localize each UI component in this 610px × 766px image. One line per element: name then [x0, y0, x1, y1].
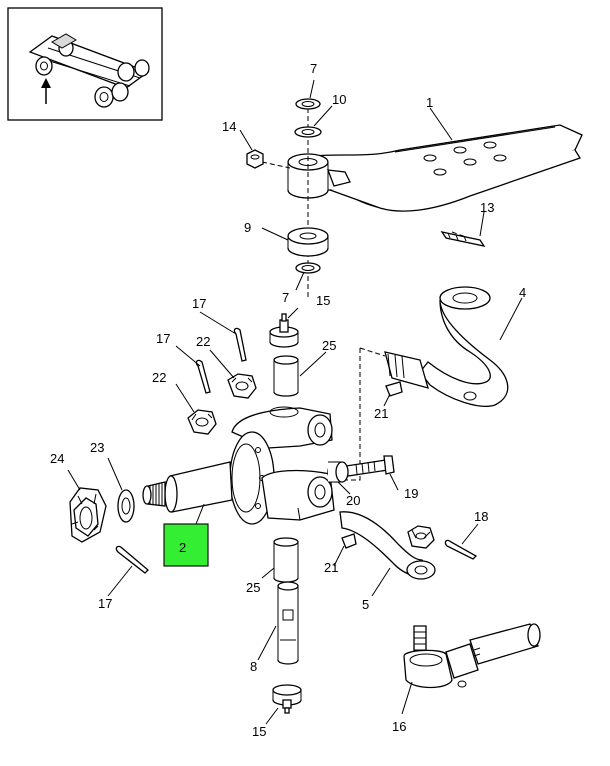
callout-19[interactable]: 19	[404, 486, 418, 501]
callout-15-bottom[interactable]: 15	[252, 724, 266, 739]
callout-20[interactable]: 20	[346, 493, 360, 508]
callout-18[interactable]: 18	[474, 509, 488, 524]
callout-9[interactable]: 9	[244, 220, 251, 235]
callout-21-lower[interactable]: 21	[324, 560, 338, 575]
seal-7-bottom	[295, 262, 321, 274]
castle-nut-22-b	[187, 409, 217, 435]
callout-7-top[interactable]: 7	[310, 61, 317, 76]
callout-25-top[interactable]: 25	[322, 338, 336, 353]
callout-7-bottom[interactable]: 7	[282, 290, 289, 305]
steering-arm	[384, 286, 509, 407]
callout-17-c[interactable]: 17	[98, 596, 112, 611]
bushing-25-top	[273, 355, 299, 397]
locator-inset	[7, 7, 163, 121]
highlighted-callout-2[interactable]: 2	[163, 523, 209, 567]
seal-7-top	[295, 98, 321, 110]
spacer-20	[327, 461, 349, 483]
grease-cap-15-bottom	[272, 684, 302, 714]
tie-rod-arm	[339, 511, 436, 580]
callout-13[interactable]: 13	[480, 200, 494, 215]
axle-beam	[287, 124, 583, 212]
bushing-25-bottom	[273, 537, 299, 583]
callout-16[interactable]: 16	[392, 719, 406, 734]
callout-24[interactable]: 24	[50, 451, 64, 466]
callout-23[interactable]: 23	[90, 440, 104, 455]
callout-14[interactable]: 14	[222, 119, 236, 134]
callout-10[interactable]: 10	[332, 92, 346, 107]
leader-lines	[67, 79, 523, 725]
grease-cap-15-top	[269, 313, 299, 348]
callout-21-upper[interactable]: 21	[374, 406, 388, 421]
key-21-upper	[385, 381, 403, 397]
shim-10	[294, 126, 322, 138]
bolt-19	[345, 455, 395, 477]
steering-knuckle	[142, 406, 335, 525]
cotter-pin-17-c	[115, 545, 149, 574]
nut-14	[246, 149, 264, 169]
cotter-pin-18	[444, 539, 478, 560]
cotter-pin-17-a	[233, 327, 247, 362]
callout-labels: 1 4 5 7 7 8 9 10 13 14 15 15 16 17 17 17…	[50, 61, 526, 739]
callout-2[interactable]: 2	[179, 540, 186, 555]
callout-22-a[interactable]: 22	[196, 334, 210, 349]
callout-22-b[interactable]: 22	[152, 370, 166, 385]
callout-25-bottom[interactable]: 25	[246, 580, 260, 595]
callout-17-b[interactable]: 17	[156, 331, 170, 346]
callout-1[interactable]: 1	[426, 95, 433, 110]
callout-15-top[interactable]: 15	[316, 293, 330, 308]
washer-23	[117, 489, 135, 523]
callout-17-a[interactable]: 17	[192, 296, 206, 311]
wedge-pin-13	[440, 231, 486, 247]
cotter-pin-17-b	[195, 359, 211, 394]
key-21-lower	[341, 533, 357, 549]
thrust-bearing-9	[287, 227, 329, 257]
callout-8[interactable]: 8	[250, 659, 257, 674]
castle-nut-22-a	[227, 373, 257, 399]
callout-4[interactable]: 4	[519, 285, 526, 300]
callout-5[interactable]: 5	[362, 597, 369, 612]
spindle-nut-24	[69, 487, 107, 543]
tie-rod-end-16	[403, 623, 541, 689]
king-pin-8	[277, 581, 299, 665]
